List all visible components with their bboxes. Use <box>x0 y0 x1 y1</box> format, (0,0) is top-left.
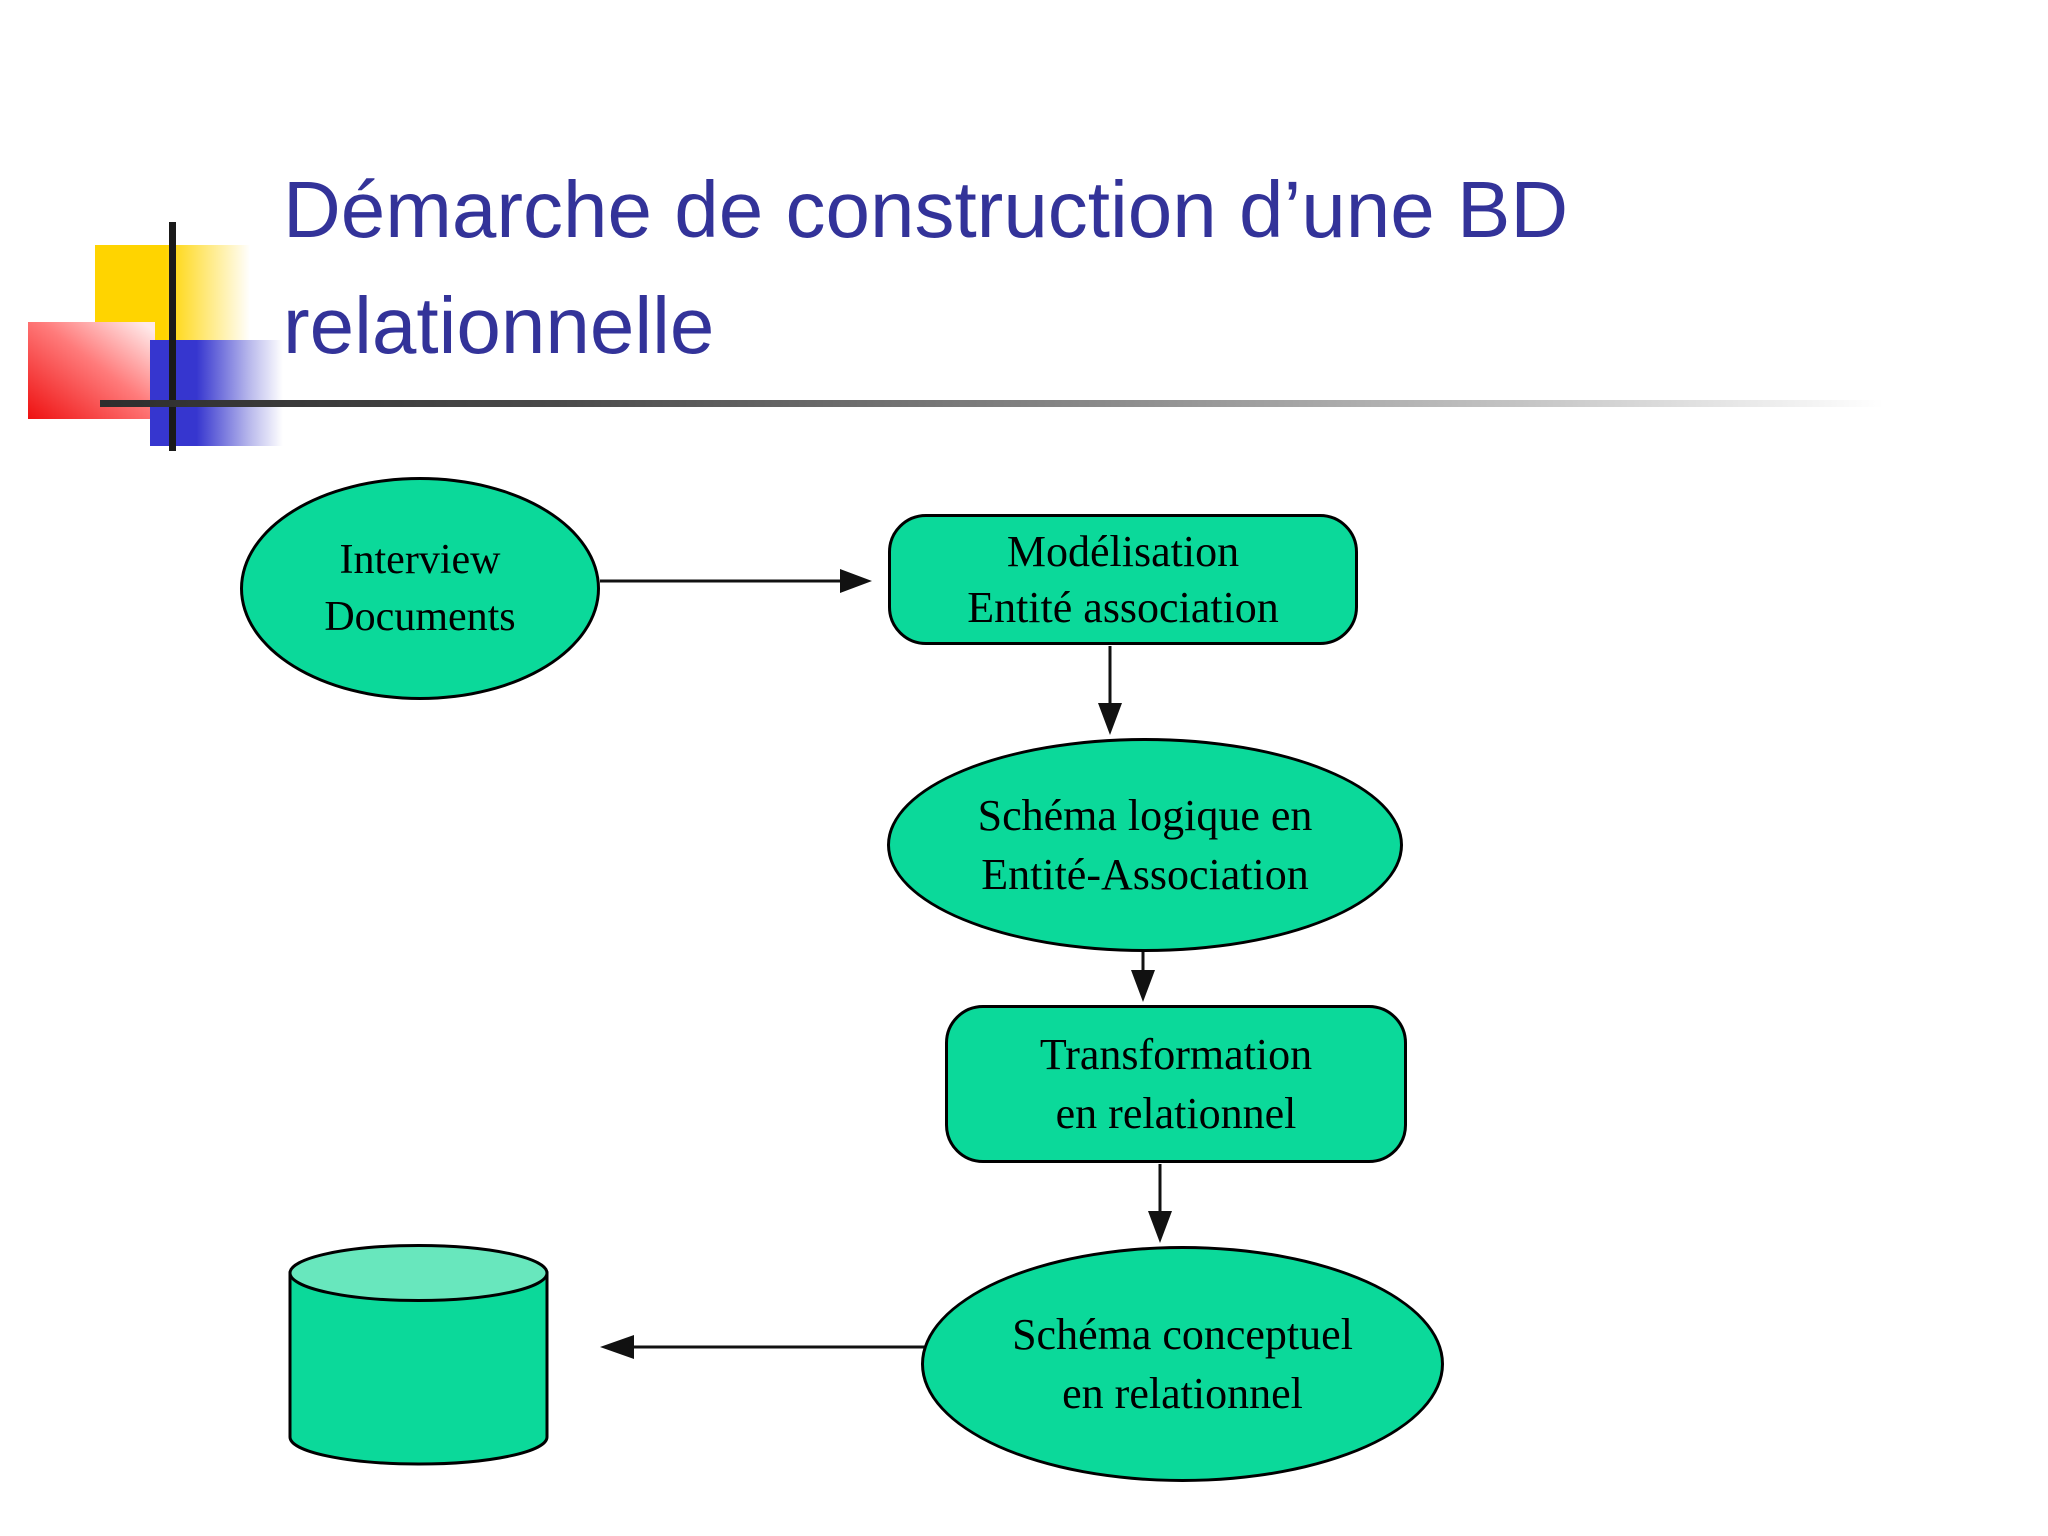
node-label-line: Entité-Association <box>981 850 1309 899</box>
arrow-modelisation-to-schema-logique <box>1098 646 1122 735</box>
decor-vertical-line <box>169 222 176 451</box>
database-cylinder <box>288 1244 549 1466</box>
node-schema-logique: Schéma logique en Entité-Association <box>887 738 1403 952</box>
node-transformation: Transformation en relationnel <box>945 1005 1407 1163</box>
arrow-interview-to-modelisation <box>600 569 872 593</box>
node-label-line: Entité association <box>967 582 1279 632</box>
node-label-line: Documents <box>324 593 516 640</box>
slide-title-line2: relationnelle <box>283 281 715 370</box>
node-schema-conceptuel: Schéma conceptuel en relationnel <box>921 1246 1444 1482</box>
node-interview-documents: Interview Documents <box>240 477 600 700</box>
cylinder-top <box>288 1244 549 1302</box>
cylinder-body <box>288 1271 549 1466</box>
node-label-line: Interview <box>339 536 501 583</box>
node-label-line: Schéma conceptuel <box>1012 1310 1353 1359</box>
slide-title: Démarche de construction d’une BD relati… <box>283 152 1843 384</box>
node-label-line: Schéma logique en <box>977 791 1313 840</box>
arrow-transformation-to-schema-conceptuel <box>1148 1164 1172 1243</box>
title-underline-rule <box>100 400 1920 407</box>
node-label-line: en relationnel <box>1062 1369 1303 1418</box>
arrow-schema-logique-to-transformation <box>1131 950 1155 1002</box>
node-label-line: Modélisation <box>1006 526 1240 576</box>
node-label-line: Transformation <box>1039 1030 1313 1079</box>
slide-title-line1: Démarche de construction d’une BD <box>283 165 1569 254</box>
node-modelisation: Modélisation Entité association <box>888 514 1358 645</box>
arrow-schema-conceptuel-to-database <box>600 1335 925 1359</box>
node-label-line: en relationnel <box>1055 1089 1297 1138</box>
